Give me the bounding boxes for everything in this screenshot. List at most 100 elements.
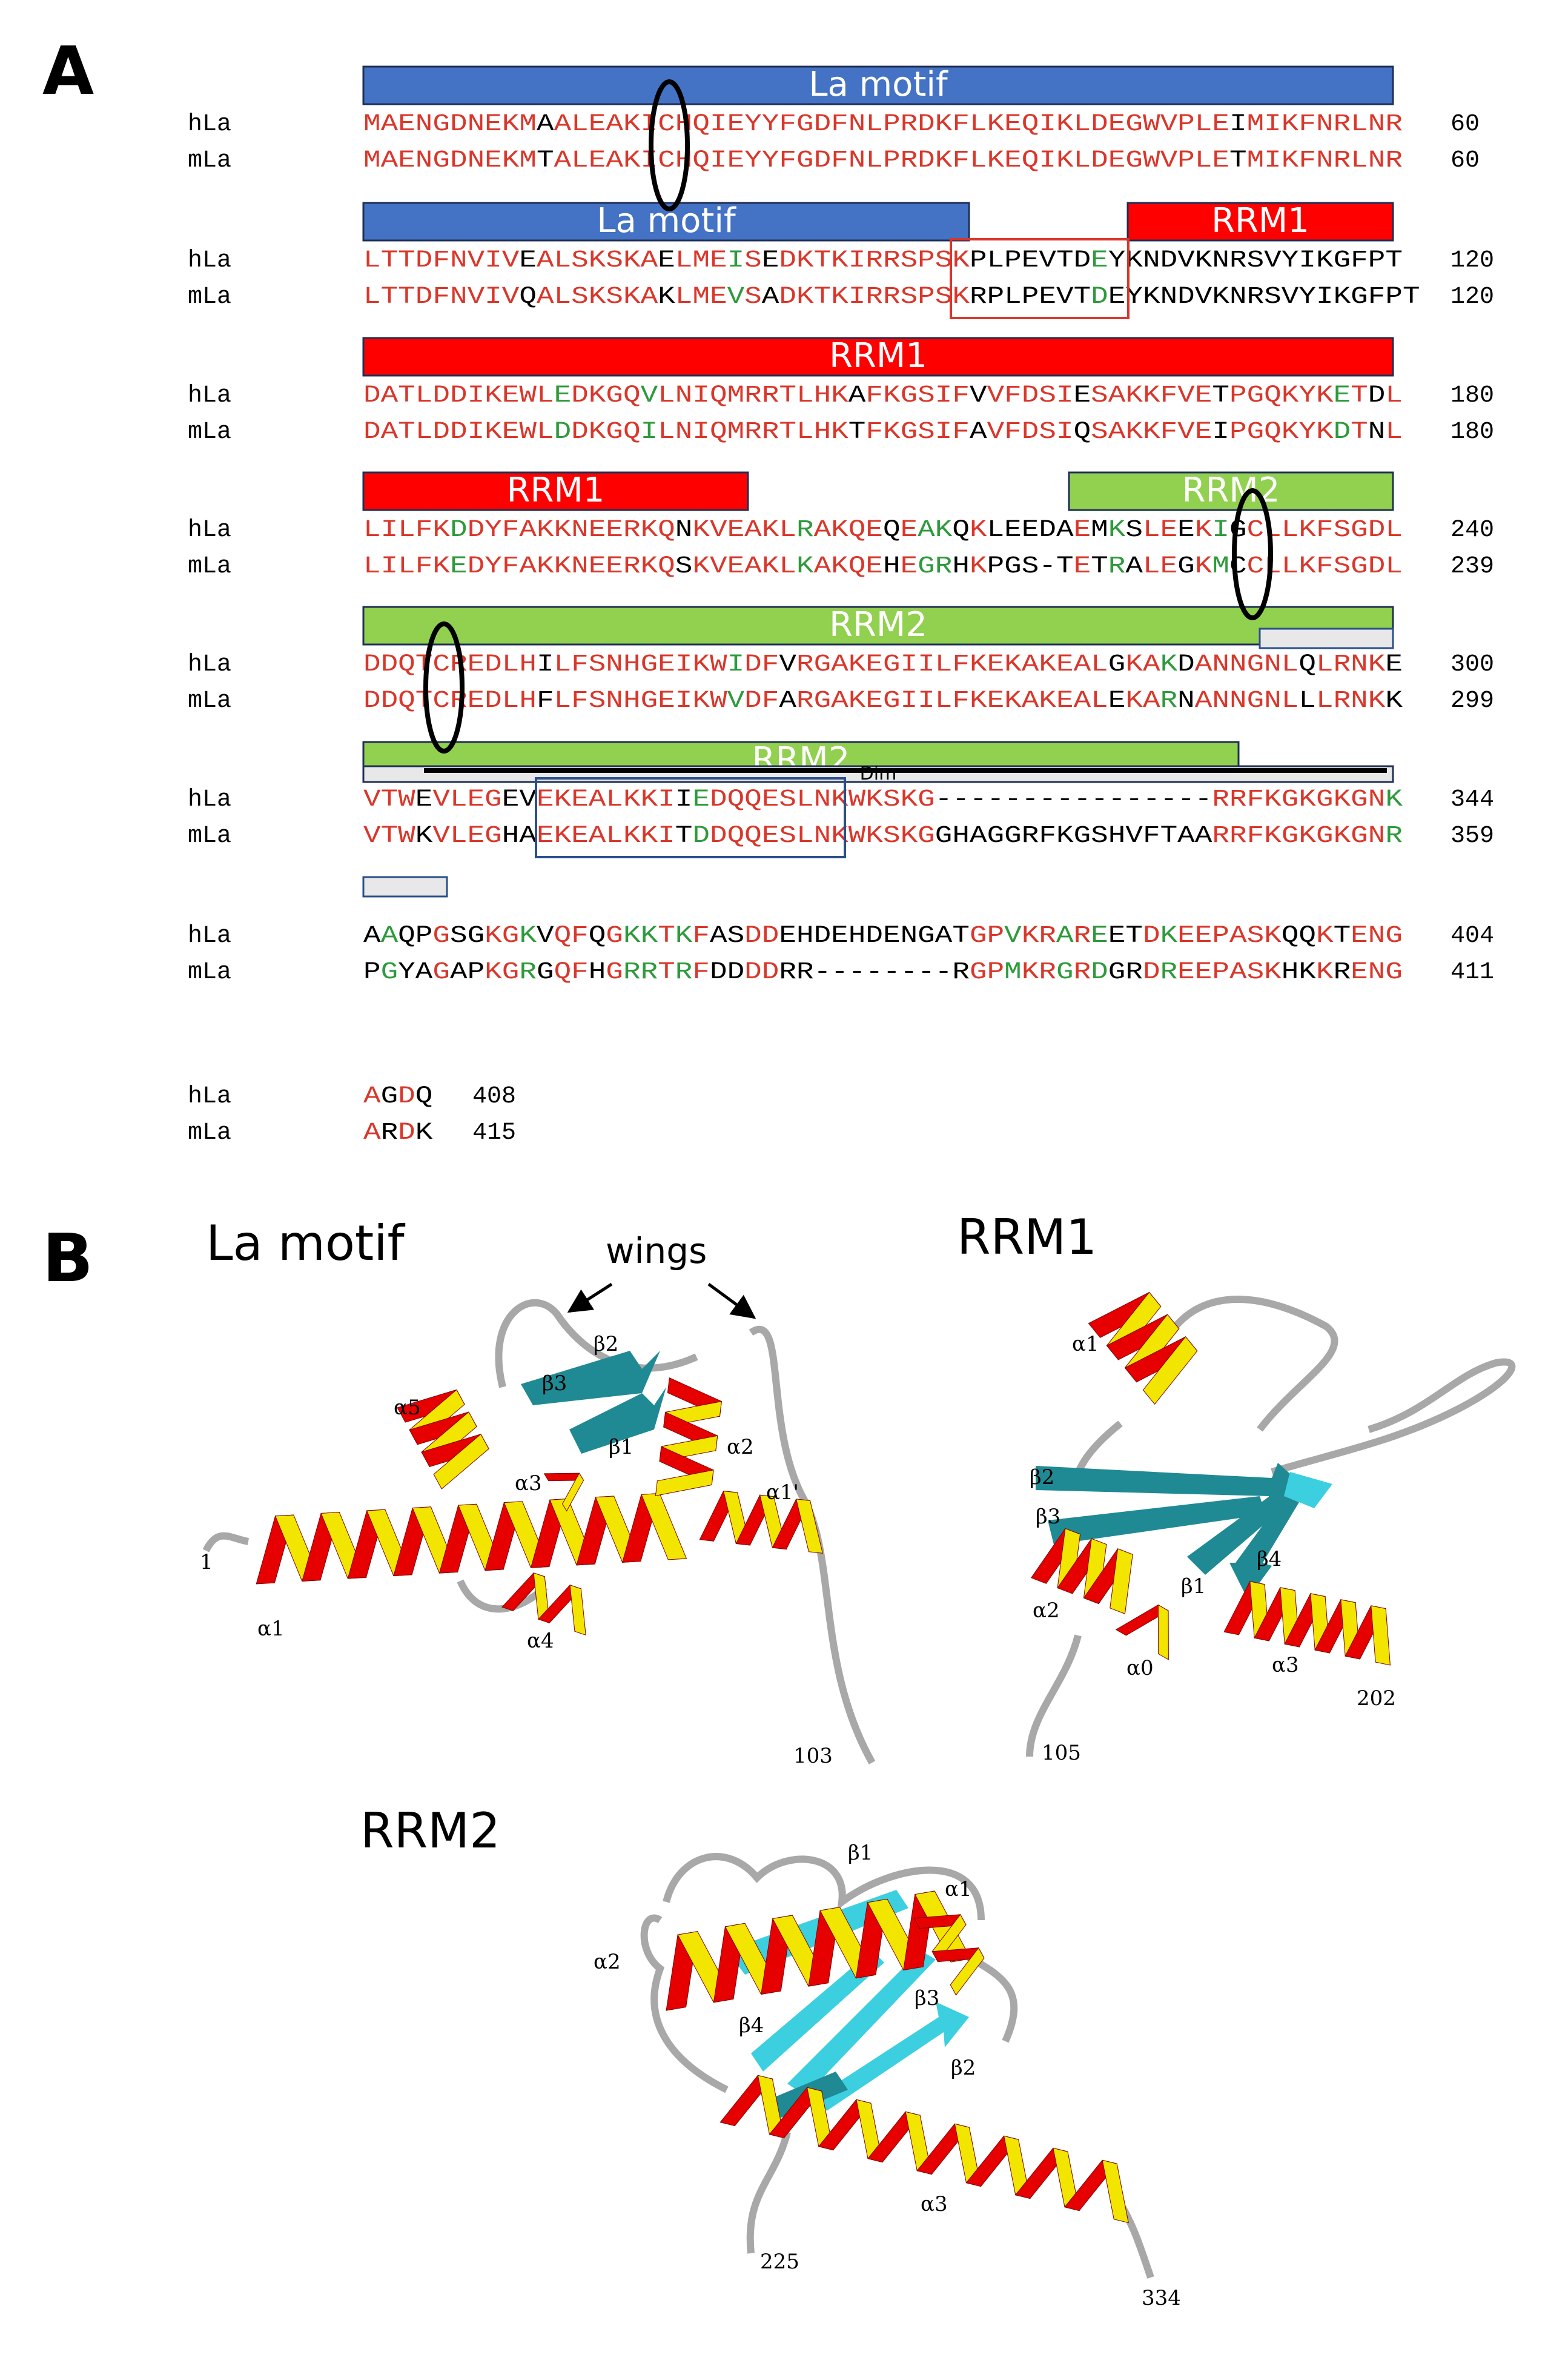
residue-number: 60 (1451, 147, 1480, 174)
rrm1-coil-top (1159, 1296, 1338, 1432)
helix-ribbon-segment (1371, 1605, 1391, 1666)
cysteine-ellipse (649, 79, 690, 211)
residue-number: 239 (1451, 553, 1494, 580)
residue-number: 299 (1451, 687, 1494, 715)
la-coil-ntail (202, 1532, 250, 1552)
domain-bar-label: RRM1 (1211, 201, 1309, 240)
helix-ribbon-segment (569, 1585, 586, 1636)
motif-box-red (950, 238, 1130, 319)
wings-arrow-left (567, 1282, 613, 1313)
rrm2-sheet-b4 (751, 1950, 884, 2072)
structure-label: β1 (1181, 1574, 1206, 1598)
cysteine-ellipse (1232, 488, 1273, 620)
residue-number: 415 (472, 1119, 516, 1147)
sequence-name: mLa (188, 147, 231, 174)
residue-number: 344 (1451, 786, 1494, 813)
sequence-name: hLa (188, 111, 231, 138)
structure-label: α1 (945, 1877, 972, 1901)
structure-label: α2 (1033, 1598, 1060, 1623)
alignment-annotations (362, 79, 1394, 898)
structure-label: β2 (1030, 1465, 1054, 1489)
domain-bar-label: La motif (809, 65, 948, 104)
rrm2-coil-left (640, 1914, 729, 2093)
helix-ribbon-segment (1102, 2159, 1129, 2224)
sequence-name: hLa (188, 247, 231, 274)
domain-bar (362, 65, 1394, 105)
structure-label: α0 (1126, 1656, 1154, 1680)
structure-label: 225 (760, 2250, 799, 2274)
domain-bar (362, 606, 1394, 646)
structure-label: 202 (1357, 1686, 1396, 1711)
la-sheet-b2 (521, 1351, 660, 1405)
structure-label: 105 (1042, 1741, 1081, 1765)
residue-number: 300 (1451, 651, 1494, 678)
structure-label: β2 (951, 2056, 976, 2080)
motif-box-blue (535, 777, 846, 858)
domain-bar (362, 471, 749, 511)
rrm2-sheet-b2 (818, 2002, 969, 2111)
helix-ribbon-segment (641, 1493, 687, 1560)
helix-ribbon-segment (1142, 1336, 1198, 1405)
sequence-name: hLa (188, 1083, 231, 1110)
domain-bar-label: Dim (860, 763, 897, 784)
residue-number: 180 (1451, 382, 1494, 409)
structure-label: α2 (594, 1950, 621, 1974)
structure-label: 103 (793, 1744, 833, 1768)
sequence-name: mLa (188, 283, 231, 311)
sequence-name: mLa (188, 419, 231, 446)
rrm2-coil-top (663, 1853, 985, 1921)
helix-ribbon-segment (795, 1499, 823, 1554)
sequence-name: mLa (188, 553, 231, 580)
sequence-name: hLa (188, 786, 231, 813)
rrm1-coil-ntail (1026, 1634, 1082, 1757)
domain-bar (362, 337, 1394, 377)
rrm1-sheet-b3 (1048, 1496, 1266, 1545)
helix-ribbon-segment (561, 1473, 584, 1512)
structure-label: β4 (1257, 1547, 1282, 1571)
helix-ribbon-segment (1157, 1604, 1169, 1660)
structure-label: α3 (921, 2192, 948, 2216)
structure-label: β3 (1036, 1505, 1060, 1529)
residue-number: 60 (1451, 111, 1480, 138)
domain-bar-label: RRM1 (507, 471, 605, 510)
sequence-name: hLa (188, 382, 231, 409)
helix-ribbon-segment (1110, 1548, 1133, 1614)
residue-number: 359 (1451, 823, 1494, 850)
rrm2-coil-right (955, 1947, 1018, 2043)
wings-arrow-right (707, 1282, 756, 1319)
rrm1-sheet-b2 (1036, 1463, 1308, 1511)
la-motif-title: La motif (206, 1215, 405, 1271)
rrm1-sheet-b1 (1187, 1490, 1290, 1575)
wings-label: wings (606, 1230, 707, 1271)
structure-label: α1 (1072, 1332, 1099, 1356)
domain-bar (1068, 471, 1394, 511)
structure-label: α1' (766, 1480, 799, 1505)
structure-label: β3 (542, 1371, 567, 1396)
structure-label: α2 (727, 1435, 754, 1459)
la-sheet-b1 (569, 1387, 666, 1454)
residue-number: 120 (1451, 283, 1494, 311)
residue-number: 411 (1451, 959, 1494, 986)
sequence-name: mLa (188, 823, 231, 850)
dim-box-short (362, 876, 448, 898)
